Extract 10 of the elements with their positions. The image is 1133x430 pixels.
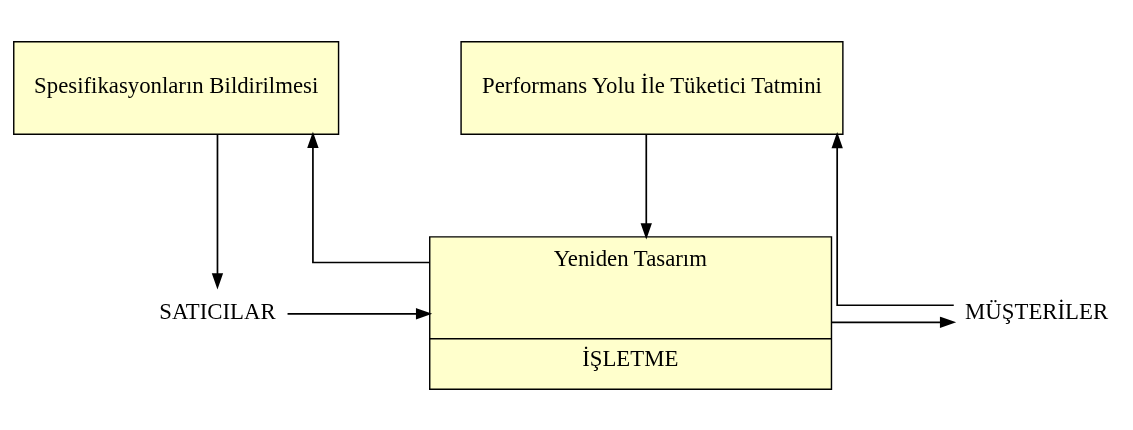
arrow xyxy=(286,307,433,319)
arrow xyxy=(307,131,431,263)
arrow xyxy=(831,131,955,306)
arrow xyxy=(211,133,224,289)
arrow xyxy=(640,133,652,239)
node-box: Spesifikasyonların Bildirilmesi xyxy=(13,40,340,135)
node-text: SATICILAR xyxy=(159,298,276,323)
arrow xyxy=(830,316,957,328)
node-box: Performans Yolu İle Tüketici Tatmini xyxy=(460,40,844,135)
node-text: MÜŞTERİLER xyxy=(965,298,1109,323)
